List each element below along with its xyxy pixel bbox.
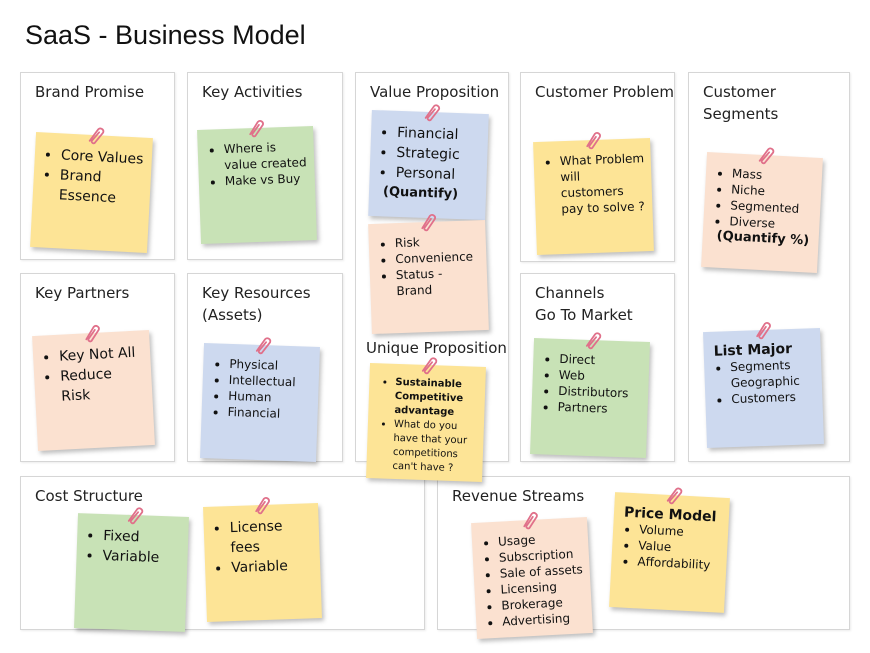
note-list: Segments GeographicCustomers (714, 356, 817, 407)
note-item: What do you have that your competitions … (392, 418, 478, 477)
paperclip-icon (417, 353, 440, 376)
section-label: Brand Promise (35, 83, 145, 101)
note-list: UsageSubscriptionSale of assetsLicensing… (482, 529, 587, 630)
paperclip-icon (661, 483, 684, 506)
note-item: Customers (731, 388, 817, 407)
paperclip-icon (581, 328, 604, 351)
section-label: Customer Segments (703, 83, 779, 123)
section-label: Value Proposition (370, 83, 500, 101)
paperclip-icon (122, 503, 145, 526)
note-list: MassNicheSegmentedDiverse (713, 165, 816, 234)
sticky-note-cost2: License feesVariable (203, 497, 322, 622)
note-list: Where is value createdMake vs Buy (207, 138, 309, 189)
paperclip-icon (754, 143, 777, 166)
note-list: RiskConvenienceStatus - Brand (379, 232, 482, 299)
sticky-note-seg1: MassNicheSegmentedDiverse(Quantify %) (701, 147, 823, 273)
note-item: Variable (231, 555, 315, 578)
sticky-note-vp1: FinancialStrategicPersonal(Quantify) (368, 104, 489, 221)
section-label: Customer Problem (535, 83, 674, 101)
section-label: Key Resources (Assets) (202, 284, 311, 324)
section-label: Channels Go To Market (535, 284, 633, 324)
note-item: Status - Brand (396, 264, 482, 299)
note-list: License feesVariable (213, 515, 314, 578)
paperclip-icon (251, 333, 274, 356)
note-list: Core ValuesBrand Essence (42, 145, 146, 210)
note-list: DirectWebDistributorsPartners (541, 350, 643, 417)
sticky-note-brand: Core ValuesBrand Essence (30, 127, 153, 253)
paperclip-icon (750, 318, 773, 341)
paperclip-icon (244, 116, 267, 139)
note-list: Sustainable Competitive advantageWhat do… (376, 375, 479, 476)
paperclip-icon (415, 210, 438, 233)
paperclip-icon (419, 100, 442, 123)
note-item: Make vs Buy (225, 170, 310, 189)
note-item: Sustainable Competitive advantage (394, 376, 479, 421)
sticky-note-rev1: UsageSubscriptionSale of assetsLicensing… (471, 512, 593, 639)
note-item: What Problem will customers pay to solve… (559, 150, 646, 217)
section-label: Cost Structure (35, 487, 143, 505)
sticky-note-vp2: RiskConvenienceStatus - Brand (368, 214, 489, 335)
sticky-note-unique: Sustainable Competitive advantageWhat do… (366, 357, 486, 482)
sticky-note-activities: Where is value createdMake vs Buy (197, 120, 317, 244)
section-label: Revenue Streams (452, 487, 585, 505)
note-list: FinancialStrategicPersonal (379, 122, 482, 185)
note-list: What Problem will customers pay to solve… (543, 150, 646, 217)
note-item: Financial (227, 404, 312, 423)
section-label: Key Activities (202, 83, 303, 101)
unique-proposition-label: Unique Proposition (366, 339, 507, 357)
note-item: Where is value created (223, 138, 308, 173)
note-item: Reduce Risk (60, 362, 147, 406)
note-item: Brand Essence (58, 165, 145, 209)
sticky-note-seg2: List MajorSegments GeographicCustomers (703, 322, 824, 449)
paperclip-icon (249, 493, 272, 516)
note-item: Segments Geographic (730, 356, 816, 391)
page-title: SaaS - Business Model (25, 20, 306, 50)
paperclip-icon (83, 123, 106, 146)
sticky-note-problem: What Problem will customers pay to solve… (533, 132, 654, 256)
note-item: License fees (229, 515, 313, 558)
note-item: Convenience (395, 248, 481, 267)
note-list: PhysicalIntellectualHumanFinancial (211, 355, 313, 422)
sticky-note-cost1: FixedVariable (74, 507, 189, 632)
note-footer: (Quantify) (382, 184, 459, 203)
note-item: Fixed (103, 526, 183, 549)
section-label: Key Partners (35, 284, 130, 302)
paperclip-icon (79, 321, 102, 344)
sticky-note-partners: Key Not AllReduce Risk (32, 325, 155, 451)
sticky-note-rev2: Price ModelVolumeValueAffordability (609, 487, 730, 613)
note-list: Key Not AllReduce Risk (43, 342, 147, 407)
note-item: Affordability (637, 553, 721, 573)
note-item: Advertising (502, 609, 587, 629)
note-list: FixedVariable (86, 525, 182, 568)
note-list: VolumeValueAffordability (621, 521, 722, 574)
sticky-note-resources: PhysicalIntellectualHumanFinancial (200, 337, 320, 462)
note-item: Variable (102, 546, 182, 569)
paperclip-icon (517, 508, 540, 531)
sticky-note-channels: DirectWebDistributorsPartners (530, 332, 650, 458)
paperclip-icon (580, 128, 603, 151)
note-item: Partners (557, 399, 642, 418)
